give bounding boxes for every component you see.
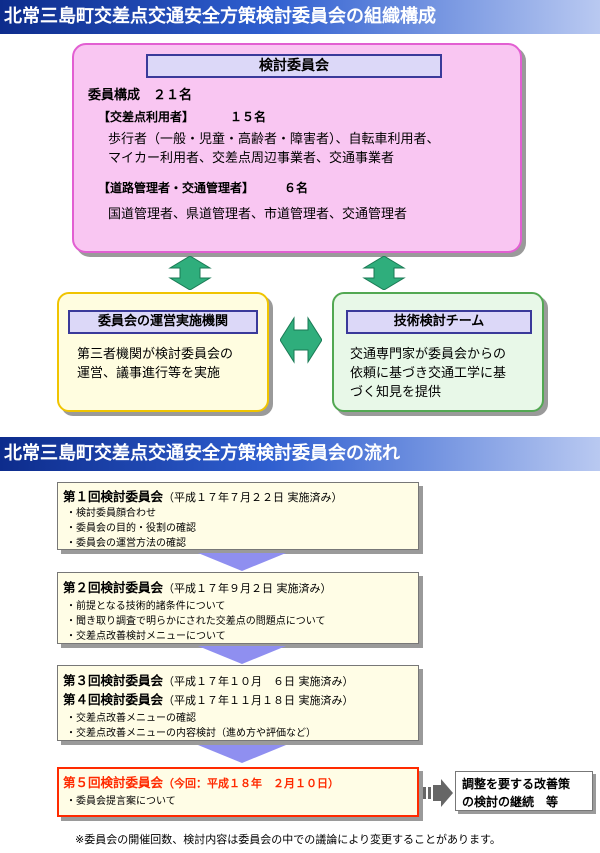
meeting-4-date: （平成１７年１１月１８日 実施済み） xyxy=(163,694,354,707)
meeting-2-heading: 第２回検討委員会（平成１７年９月２日 実施済み） xyxy=(63,577,332,596)
meeting-2-title: 第２回検討委員会 xyxy=(63,580,164,595)
meeting-1-box xyxy=(57,482,419,550)
double-arrow-right-icon xyxy=(362,256,406,290)
meeting-5-heading: 第５回検討委員会（今回：平成１８年 ２月１０日） xyxy=(63,772,339,791)
tech-line1: 交通専門家が委員会からの xyxy=(350,347,507,362)
meeting-2-item: ・交差点改善検討メニューについて xyxy=(66,631,226,642)
meeting-1-title: 第１回検討委員会 xyxy=(63,489,164,504)
group1-line2: マイカー利用者、交差点周辺事業者、交通事業者 xyxy=(108,151,395,166)
committee-header: 検討委員会 xyxy=(146,54,442,78)
committee-composition: 委員構成 ２１名 xyxy=(88,88,193,103)
meeting-1-item: ・委員会の目的・役割の確認 xyxy=(66,523,196,534)
meeting-1-date: （平成１７年７月２２日 実施済み） xyxy=(163,491,343,504)
group2-label: 【道路管理者・交通管理者】 xyxy=(98,181,255,195)
tech-line2: 依頼に基づき交通工学に基 xyxy=(350,366,507,381)
meeting-4-heading: 第４回検討委員会（平成１７年１１月１８日 実施済み） xyxy=(63,689,354,708)
meeting-3-4-item: ・交差点改善メニューの内容検討（進め方や評価など） xyxy=(66,728,316,739)
group2-count: ６名 xyxy=(284,181,309,195)
meeting-2-box xyxy=(57,572,419,644)
meeting-1-heading: 第１回検討委員会（平成１７年７月２２日 実施済み） xyxy=(63,486,343,505)
continuation-arrow-icon xyxy=(423,779,453,807)
tech-line3: づく知見を提供 xyxy=(350,385,442,400)
meeting-2-item: ・前提となる技術的諸条件について xyxy=(66,601,226,612)
meeting-3-4-item: ・交差点改善メニューの確認 xyxy=(66,713,196,724)
tech-team-header: 技術検討チーム xyxy=(346,310,532,334)
org-banner: 北常三島町交差点交通安全方策検討委員会の組織構成 xyxy=(0,0,600,34)
meeting-5-date: （今回：平成１８年 ２月１０日） xyxy=(163,777,340,790)
next-steps-line2: の検討の継続 等 xyxy=(462,795,559,809)
next-steps-line1: 調整を要する改善策 xyxy=(462,777,571,791)
meeting-5-item: ・委員会提言案について xyxy=(66,796,176,807)
operator-line1: 第三者機関が検討委員会の xyxy=(77,347,234,362)
double-arrow-left-icon xyxy=(168,256,212,290)
meeting-2-item: ・聞き取り調査で明らかにされた交差点の問題点について xyxy=(66,616,326,627)
group1-count: １５名 xyxy=(230,110,267,124)
operator-header: 委員会の運営実施機関 xyxy=(68,310,258,334)
group2-line1: 国道管理者、県道管理者、市道管理者、交通管理者 xyxy=(108,207,408,222)
meeting-2-date: （平成１７年９月２日 実施済み） xyxy=(163,582,332,595)
meeting-4-title: 第４回検討委員会 xyxy=(63,692,164,707)
flow-arrow-icon xyxy=(198,553,286,571)
meeting-3-4-box xyxy=(57,665,419,741)
meeting-1-item: ・委員会の運営方法の確認 xyxy=(66,538,186,549)
operator-line2: 運営、議事進行等を実施 xyxy=(77,366,221,381)
meeting-3-title: 第３回検討委員会 xyxy=(63,673,164,688)
next-steps-box xyxy=(455,771,593,811)
committee-box xyxy=(72,43,522,253)
footnote: ※委員会の開催回数、検討内容は委員会の中での議論により変更することがあります。 xyxy=(75,833,501,846)
meeting-1-item: ・検討委員顔合わせ xyxy=(66,508,156,519)
horizontal-double-arrow-icon xyxy=(280,316,322,364)
group1-label: 【交差点利用者】 xyxy=(98,110,195,124)
meeting-3-heading: 第３回検討委員会（平成１７年１０月 ６日 実施済み） xyxy=(63,670,354,689)
meeting-5-box xyxy=(57,767,419,817)
meeting-5-title: 第５回検討委員会 xyxy=(63,775,164,790)
group1-line1: 歩行者（一般・児童・高齢者・障害者）、自転車利用者、 xyxy=(108,132,440,147)
flow-arrow-icon xyxy=(198,646,286,664)
meeting-3-date: （平成１７年１０月 ６日 実施済み） xyxy=(163,675,354,688)
flow-arrow-icon xyxy=(198,745,286,763)
flow-banner: 北常三島町交差点交通安全方策検討委員会の流れ xyxy=(0,437,600,471)
